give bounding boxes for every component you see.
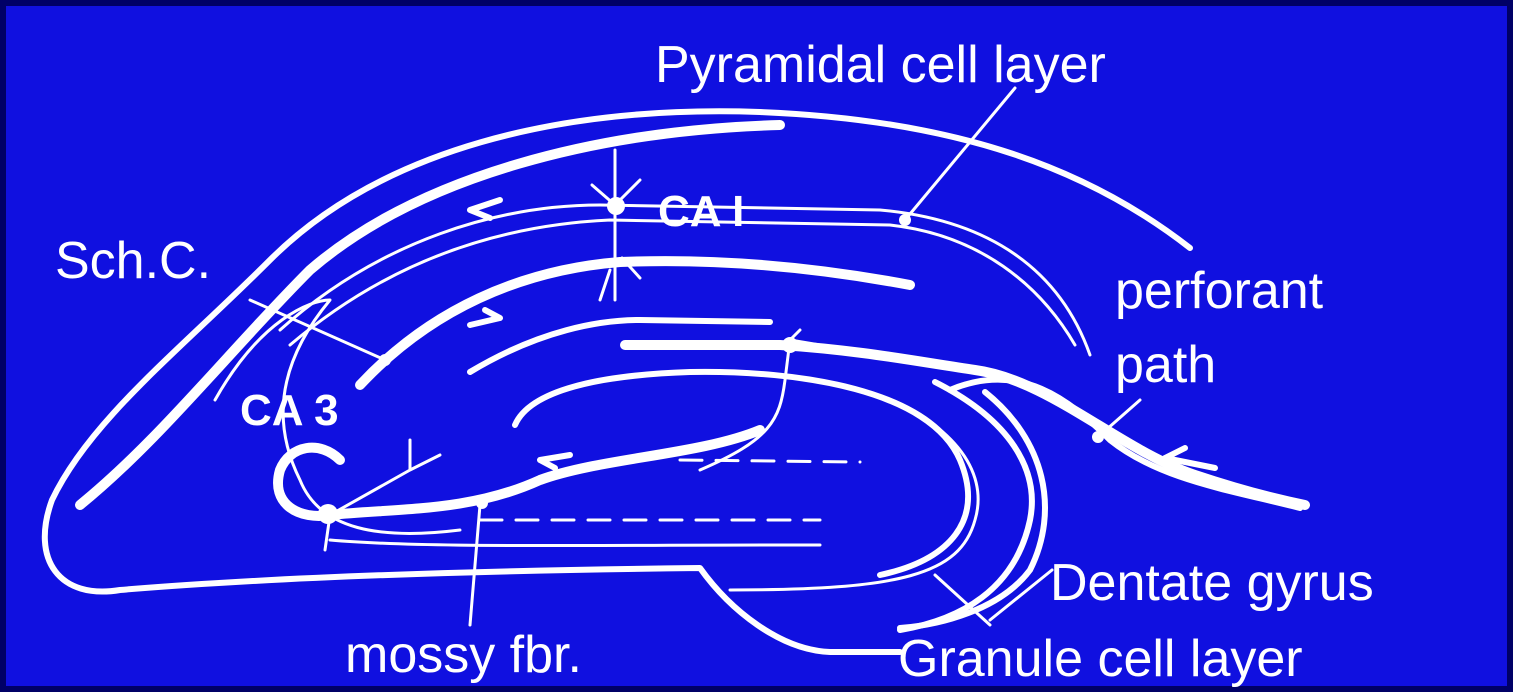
label-mossy: mossy fbr.	[345, 626, 582, 684]
granule-soma	[782, 337, 798, 353]
label-granule: Granule cell layer	[898, 630, 1303, 688]
label-path: path	[1115, 336, 1216, 394]
leader-pyramidal-dot	[899, 214, 911, 226]
label-ca3: CA 3	[240, 386, 339, 435]
label-perforant: perforant	[1115, 262, 1324, 320]
label-ca1: CA I	[658, 187, 744, 236]
label-pyramidal: Pyramidal cell layer	[655, 36, 1106, 94]
label-schc: Sch.C.	[55, 232, 211, 290]
leader-mossy-dot	[476, 497, 488, 509]
leader-schc-dot	[379, 354, 391, 366]
ca3-soma	[318, 504, 338, 524]
leader-perforant-dot	[1092, 431, 1104, 443]
label-dentate: Dentate gyrus	[1050, 554, 1374, 612]
ca1-soma	[607, 197, 625, 215]
